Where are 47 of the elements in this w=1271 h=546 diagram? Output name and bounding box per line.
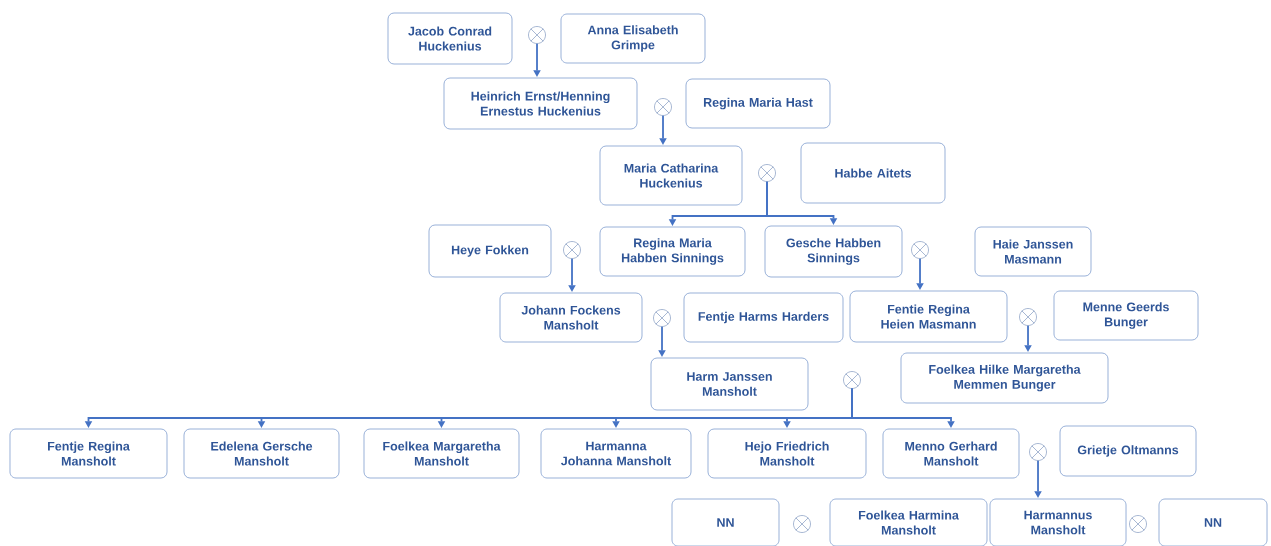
marriage-symbol	[563, 241, 581, 259]
person-box: Fentje Harms Harders	[683, 292, 844, 343]
arrow	[766, 180, 838, 225]
person-box: Foelkea Hilke Margaretha Memmen Bunger	[900, 352, 1109, 404]
person-box: Harmannus Mansholt	[989, 498, 1127, 546]
arrow	[659, 114, 667, 145]
arrow	[533, 42, 541, 77]
marriage-symbol	[653, 309, 671, 327]
person-box: Johann Fockens Mansholt	[499, 292, 643, 343]
person-box: Fentje Regina Mansholt	[9, 428, 168, 479]
arrow	[658, 325, 666, 357]
person-box: Habbe Aitets	[800, 142, 946, 204]
marriage-symbol	[1029, 443, 1047, 461]
marriage-symbol	[793, 515, 811, 533]
arrow	[1024, 324, 1032, 352]
person-box: Foelkea Harmina Mansholt	[829, 498, 988, 546]
person-box: Menne Geerds Bunger	[1053, 290, 1199, 341]
person-box: Jacob Conrad Huckenius	[387, 12, 513, 65]
person-box: Maria Catharina Huckenius	[599, 145, 743, 206]
marriage-symbol	[911, 241, 929, 259]
arrow	[1034, 459, 1042, 498]
person-box: Harmanna Johanna Mansholt	[540, 428, 692, 479]
person-box: Fentie Regina Heien Masmann	[849, 290, 1008, 343]
person-box: Grietje Oltmanns	[1059, 425, 1197, 477]
person-box: Foelkea Margaretha Mansholt	[363, 428, 520, 479]
person-box: Anna Elisabeth Grimpe	[560, 13, 706, 64]
person-box: Edelena Gersche Mansholt	[183, 428, 340, 479]
arrow	[568, 257, 576, 292]
person-box: Heye Fokken	[428, 224, 552, 278]
marriage-symbol	[1129, 515, 1147, 533]
marriage-symbol	[758, 164, 776, 182]
person-box: Heinrich Ernst/Henning Ernestus Huckenius	[443, 77, 638, 130]
person-box: Hejo Friedrich Mansholt	[707, 428, 867, 479]
marriage-symbol	[528, 26, 546, 44]
arrow	[916, 257, 924, 290]
marriage-symbol	[1019, 308, 1037, 326]
person-box: Harm Janssen Mansholt	[650, 357, 809, 411]
person-box: NN	[671, 498, 780, 546]
arrow	[851, 387, 955, 428]
person-box: Regina Maria Hast	[685, 78, 831, 129]
person-box: Regina Maria Habben Sinnings	[599, 226, 746, 277]
person-box: Haie Janssen Masmann	[974, 226, 1092, 277]
marriage-symbol	[654, 98, 672, 116]
person-box: NN	[1158, 498, 1268, 546]
marriage-symbol	[843, 371, 861, 389]
person-box: Menno Gerhard Mansholt	[882, 428, 1020, 479]
person-box: Gesche Habben Sinnings	[764, 225, 903, 278]
